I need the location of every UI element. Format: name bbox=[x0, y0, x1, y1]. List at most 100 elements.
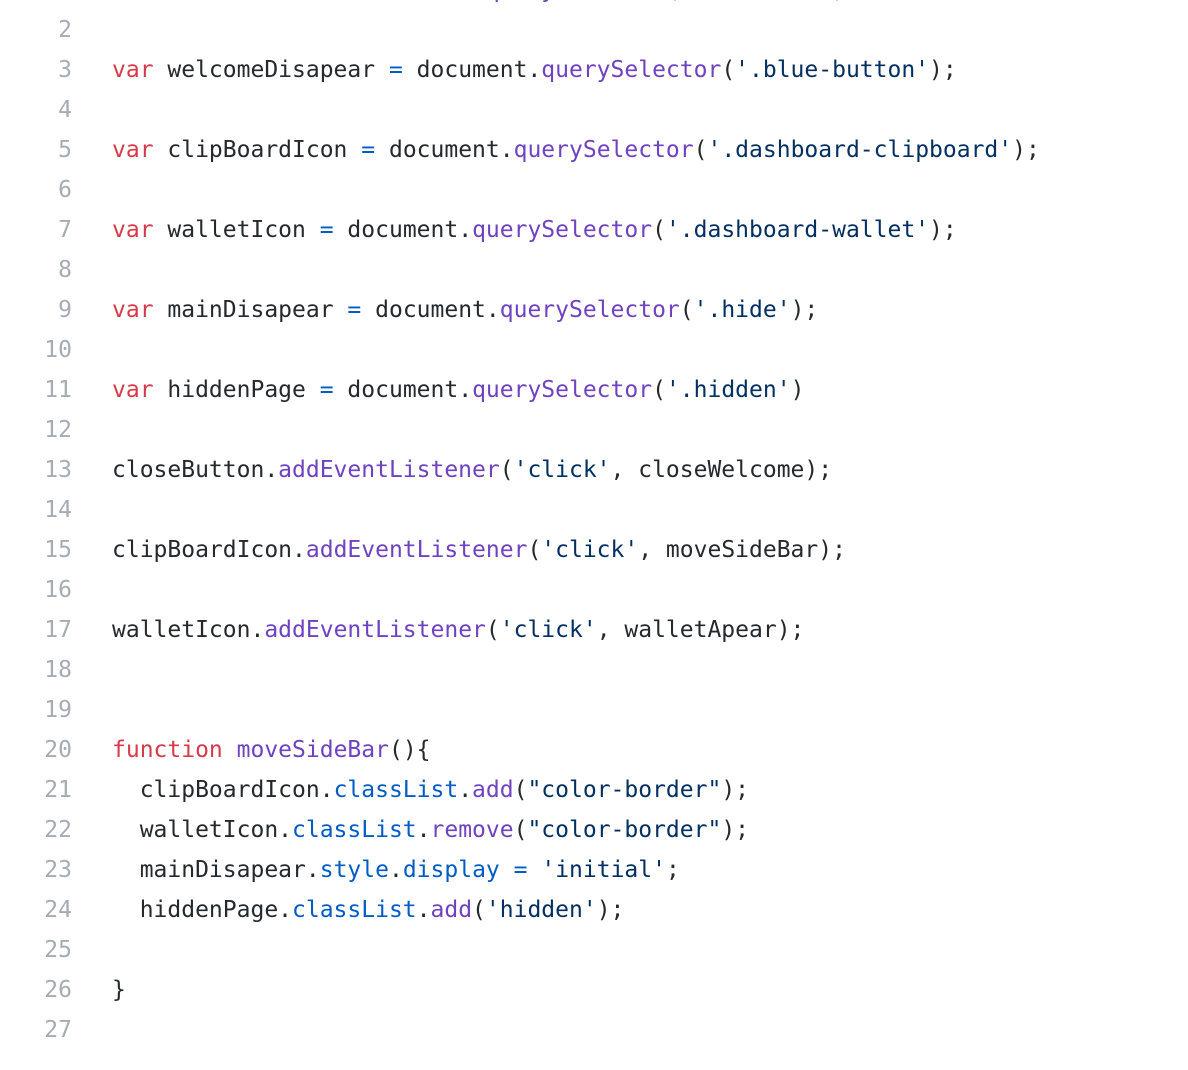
code-token: ( bbox=[652, 217, 666, 243]
code-token: = bbox=[319, 217, 334, 243]
line-number: 1 bbox=[0, 0, 72, 10]
code-token: ); bbox=[721, 777, 750, 803]
code-token: 'click' bbox=[513, 457, 611, 483]
code-line: 2 bbox=[0, 10, 1188, 50]
code-line: 12 bbox=[0, 410, 1188, 450]
code-token: clipBoardIcon bbox=[153, 137, 362, 163]
line-number: 21 bbox=[44, 777, 72, 803]
code-token: 'click' bbox=[541, 537, 639, 563]
line-number: 16 bbox=[44, 577, 72, 603]
line-number: 6 bbox=[58, 177, 72, 203]
code-token: ) bbox=[790, 377, 805, 403]
code-token: walletIcon. bbox=[112, 817, 293, 843]
code-token: ( bbox=[527, 537, 542, 563]
code-token: , closeWelcome); bbox=[610, 457, 833, 483]
code-token: '.x-button' bbox=[680, 0, 832, 3]
code-token: style bbox=[319, 857, 389, 883]
code-line: 14 bbox=[0, 490, 1188, 530]
code-token: welcomeDisapear bbox=[153, 57, 389, 83]
code-token: = bbox=[347, 297, 362, 323]
code-token: . bbox=[416, 897, 431, 923]
code-token: document. bbox=[375, 137, 514, 163]
code-token bbox=[500, 857, 514, 883]
code-token: querySelector bbox=[541, 57, 722, 83]
line-code bbox=[72, 650, 112, 690]
code-line: 26} bbox=[0, 970, 1188, 1010]
line-code bbox=[72, 1010, 112, 1050]
code-token: ); bbox=[929, 57, 957, 83]
code-token: (){ bbox=[388, 737, 431, 763]
code-token: } bbox=[112, 977, 126, 1003]
line-number: 4 bbox=[58, 97, 72, 123]
code-token: add bbox=[430, 897, 473, 923]
code-token: 'initial' bbox=[541, 857, 666, 883]
code-token: closeButton. bbox=[112, 457, 279, 483]
code-token: ); bbox=[1012, 137, 1040, 163]
line-code: var walletIcon = document.querySelector(… bbox=[72, 210, 957, 250]
line-code: hiddenPage.classList.add('hidden'); bbox=[72, 890, 625, 930]
code-token: . bbox=[458, 777, 473, 803]
code-line: 8 bbox=[0, 250, 1188, 290]
code-token: '.hide' bbox=[693, 297, 791, 323]
code-line: 20 function moveSideBar(){ bbox=[0, 730, 1188, 770]
code-token: '.hidden' bbox=[665, 377, 791, 403]
code-token: . bbox=[388, 857, 403, 883]
code-token: classList bbox=[292, 817, 417, 843]
code-token: querySelector bbox=[472, 377, 653, 403]
code-token: remove bbox=[430, 817, 514, 843]
line-code: clipBoardIcon.addEventListener('click', … bbox=[72, 530, 846, 570]
line-number: 20 bbox=[44, 737, 72, 763]
line-code: walletIcon.classList.remove("color-borde… bbox=[72, 810, 749, 850]
line-code: walletIcon.addEventListener('click', wal… bbox=[72, 610, 804, 650]
code-token: 'hidden' bbox=[485, 897, 597, 923]
code-line: 19 bbox=[0, 690, 1188, 730]
line-code bbox=[72, 330, 112, 370]
code-token: addEventListener bbox=[305, 537, 528, 563]
code-token: var bbox=[112, 57, 154, 83]
code-token: classList bbox=[292, 897, 417, 923]
line-code bbox=[72, 490, 112, 530]
line-number: 25 bbox=[44, 937, 72, 963]
code-line: 24 hiddenPage.classList.add('hidden'); bbox=[0, 890, 1188, 930]
line-number: 5 bbox=[58, 137, 72, 163]
line-code: var welcomeDisapear = document.querySele… bbox=[72, 50, 957, 90]
code-token: var bbox=[112, 217, 154, 243]
code-token: ; bbox=[665, 857, 680, 883]
code-token: ); bbox=[596, 897, 625, 923]
line-code: clipBoardIcon.classList.add("color-borde… bbox=[72, 770, 749, 810]
code-token: mainDisapear bbox=[153, 297, 348, 323]
code-token: ( bbox=[652, 377, 666, 403]
code-token: document. bbox=[402, 57, 542, 83]
line-number: 10 bbox=[44, 337, 72, 363]
line-code: } bbox=[72, 970, 126, 1010]
code-token: clipBoardIcon. bbox=[112, 537, 306, 563]
code-token: ); bbox=[721, 817, 750, 843]
code-token: '.dashboard-clipboard' bbox=[707, 137, 1013, 163]
code-token: addEventListener bbox=[264, 617, 486, 643]
line-number: 22 bbox=[44, 817, 72, 843]
code-token: document. bbox=[333, 217, 473, 243]
line-code: closeButton.addEventListener('click', cl… bbox=[72, 450, 832, 490]
code-line: 23 mainDisapear.style.display = 'initial… bbox=[0, 850, 1188, 890]
line-code: mainDisapear.style.display = 'initial'; bbox=[72, 850, 680, 890]
line-code bbox=[72, 410, 112, 450]
code-token: moveSideBar bbox=[236, 737, 389, 763]
code-token: var bbox=[112, 377, 154, 403]
code-token: querySelector bbox=[486, 0, 666, 3]
code-token: add bbox=[472, 777, 514, 803]
code-token: function bbox=[112, 737, 223, 763]
code-token: ); bbox=[790, 297, 819, 323]
code-token: , moveSideBar); bbox=[638, 537, 846, 563]
code-token: '.dashboard-wallet' bbox=[665, 217, 930, 243]
line-code bbox=[72, 690, 112, 730]
code-token: = bbox=[319, 377, 334, 403]
code-token: var bbox=[112, 297, 154, 323]
code-token: walletIcon. bbox=[112, 617, 265, 643]
